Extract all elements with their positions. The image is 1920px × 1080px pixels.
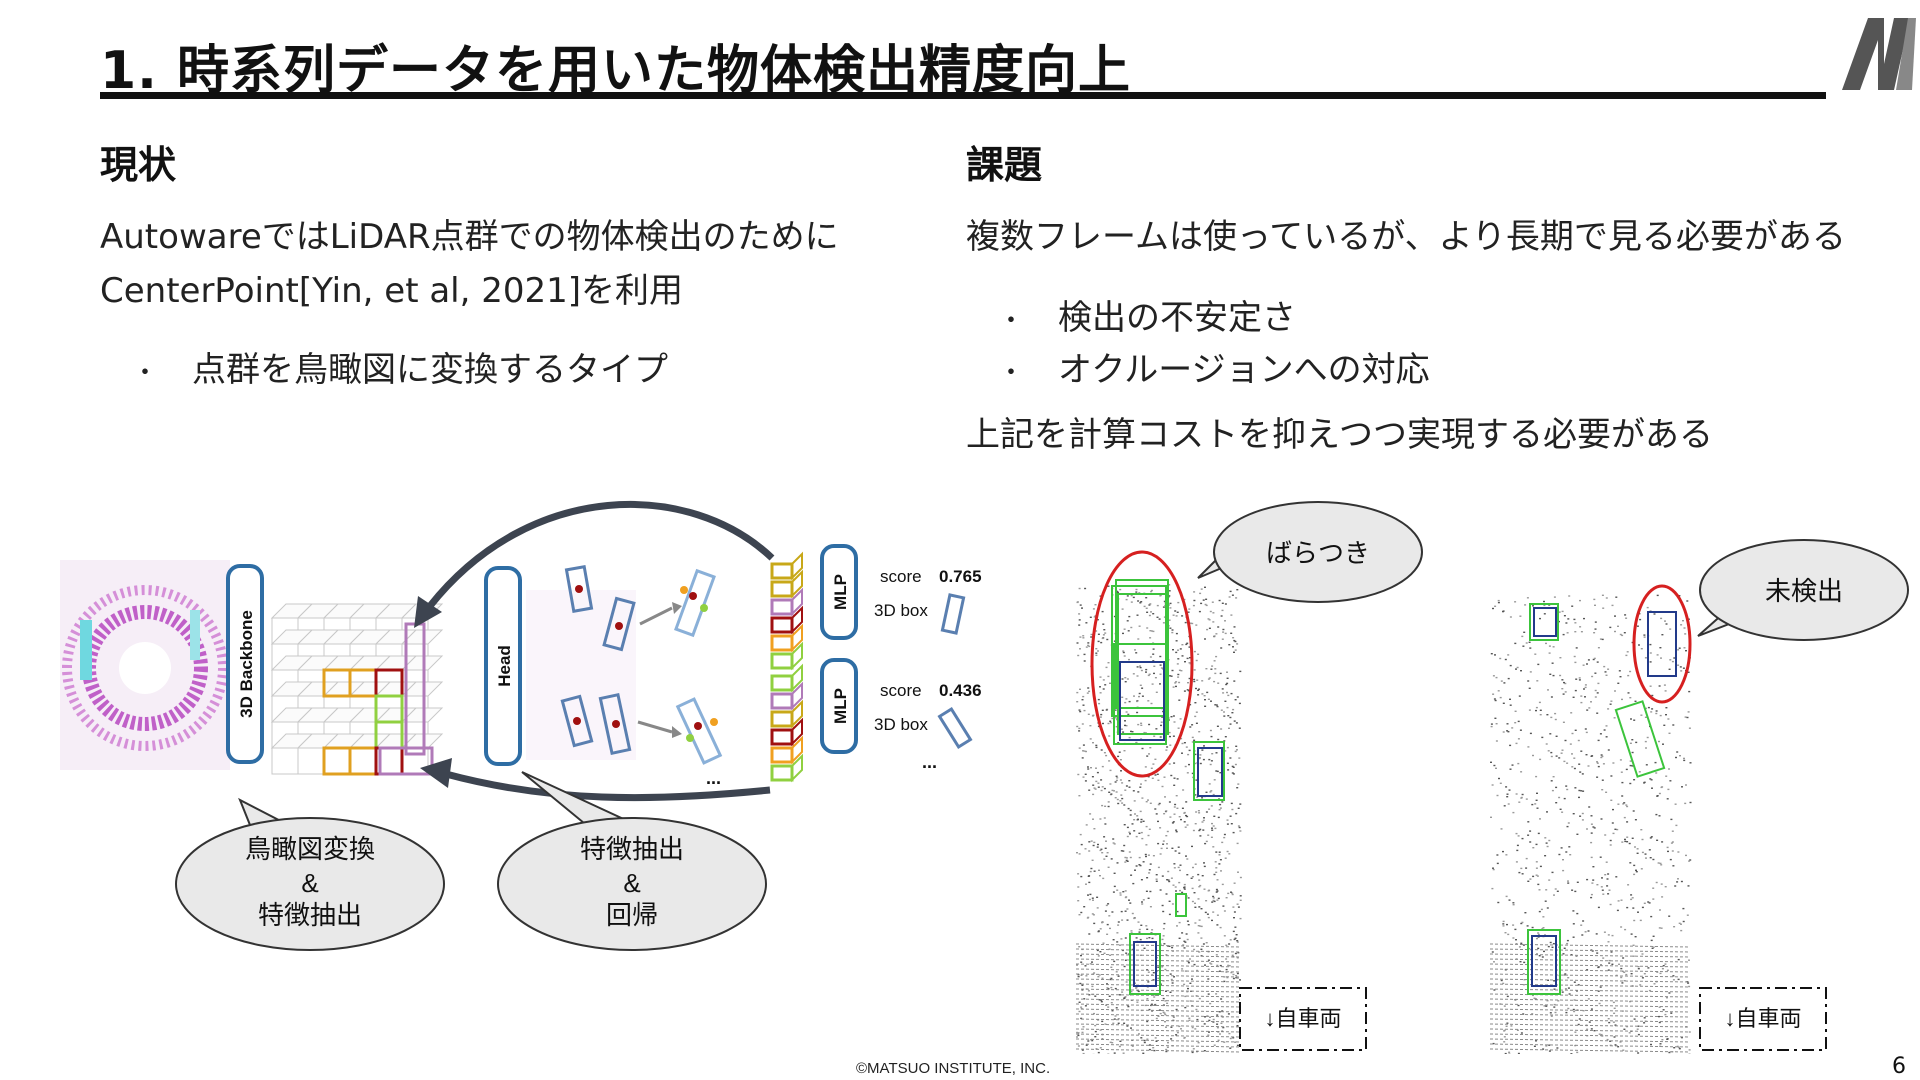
ego-label-box-1 (1239, 987, 1367, 1051)
score-label-top: score (880, 567, 922, 586)
feature-stack-top (770, 551, 803, 671)
ego-label-box-2 (1699, 987, 1827, 1051)
score-value-bottom: 0.436 (939, 681, 982, 700)
feedback-arrow-top (427, 500, 775, 609)
missed-car-3 (1527, 929, 1561, 995)
bev-feature-grid (270, 603, 444, 776)
head-output-ellipsis: ... (706, 768, 721, 788)
head-output-image: ... (526, 565, 723, 788)
missed-car-1 (1529, 603, 1559, 641)
current-status-heading: 現状 (100, 143, 177, 187)
score-label-bottom: score (880, 681, 922, 700)
jitter-car-4 (1129, 933, 1161, 995)
bubble-jitter (1213, 501, 1423, 603)
footer-copyright: ©MATSUO INSTITUTE, INC. (856, 1060, 1051, 1077)
point-cloud-bev-image (60, 560, 230, 770)
bubble-left (175, 817, 445, 951)
example-jitter-pointcloud (1075, 584, 1242, 1054)
jitter-car-2-gt (1197, 747, 1223, 797)
slide-title: 1. 時系列データを用いた物体検出精度向上 (100, 41, 1132, 101)
current-status-bullet: ・ 点群を鳥瞰図に変換するタイプ (132, 342, 668, 391)
box-label-bottom: 3D box (874, 715, 928, 734)
mlp-label-bottom: MLP (831, 688, 850, 724)
bubble-left-line-3: 特徴抽出 (258, 900, 362, 930)
jitter-car-3 (1175, 893, 1187, 917)
jitter-car-4-gt (1133, 941, 1157, 987)
mlp-label-top: MLP (831, 574, 850, 610)
bubble-right-line-2: & (623, 868, 640, 898)
backbone-label: 3D Backbone (237, 610, 256, 718)
mlp-block-top (820, 544, 858, 640)
mlp-block-bottom (820, 658, 858, 754)
ego-label-1: ↓自車両 (1264, 1006, 1341, 1031)
example-missed-pointcloud (1489, 594, 1692, 1054)
feedback-arrow-bottom (445, 770, 771, 802)
current-status-line-1: AutowareではLiDAR点群での物体検出のために (100, 217, 839, 257)
missed-highlight-circle (1632, 584, 1692, 704)
missed-gt-only (1647, 611, 1677, 677)
bullet-dot: ・ (998, 358, 1025, 388)
current-status-line-2: CenterPoint[Yin, et al, 2021]を利用 (100, 271, 684, 311)
missed-car-3-gt (1531, 935, 1557, 987)
head-label: Head (495, 645, 514, 687)
bubble-missed (1699, 539, 1909, 641)
score-value-top: 0.765 (939, 567, 982, 586)
issues-bullet-2: ・ オクルージョンへの対応 (998, 342, 1430, 391)
title-underline (100, 92, 1826, 99)
jitter-highlight-circle (1090, 550, 1194, 778)
detection-examples: ばらつき ↓自車両 未検出 ↓自車両 (1075, 501, 1909, 1054)
bubble-right-line-3: 回帰 (606, 900, 658, 930)
missed-car-2 (1614, 700, 1666, 778)
feedback-arrow-bottom-head (420, 758, 452, 788)
matsuo-logo-icon (1842, 18, 1916, 90)
bubble-right-line-1: 特徴抽出 (580, 834, 684, 864)
head-block (484, 566, 522, 766)
output-ellipsis: ... (922, 752, 937, 772)
feedback-arrow-top-head (414, 596, 442, 628)
page-number: 6 (1892, 1054, 1906, 1079)
jitter-car-2 (1193, 741, 1225, 801)
bullet-text: 点群を鳥瞰図に変換するタイプ (192, 350, 668, 390)
feature-stack-bottom (770, 663, 803, 783)
bubble-jitter-text: ばらつき (1266, 538, 1370, 568)
bullet-dot: ・ (132, 358, 159, 388)
bubble-right (497, 817, 767, 951)
bubble-left-line-2: & (301, 868, 318, 898)
jitter-detection-boxes (1111, 579, 1169, 745)
bubble-left-line-1: 鳥瞰図変換 (245, 834, 375, 864)
box-shape-top (940, 593, 966, 635)
bullet-dot: ・ (998, 306, 1025, 336)
missed-car-1-gt (1533, 607, 1557, 637)
bubble-missed-text: 未検出 (1765, 576, 1843, 606)
bullet-text: オクルージョンへの対応 (1058, 350, 1430, 390)
issues-intro: 複数フレームは使っているが、より長期で見る必要がある (966, 217, 1846, 257)
backbone-block (226, 564, 264, 764)
issues-conclusion: 上記を計算コストを抑えつつ実現する必要がある (966, 415, 1713, 455)
centerpoint-diagram: 3D Backbone Head ... MLP MLP score 0.76 (60, 500, 982, 951)
box-shape-bottom (937, 706, 973, 750)
issues-bullet-1: ・ 検出の不安定さ (998, 290, 1296, 339)
box-label-top: 3D box (874, 601, 928, 620)
issues-heading: 課題 (966, 143, 1043, 187)
ego-label-2: ↓自車両 (1724, 1006, 1801, 1031)
bullet-text: 検出の不安定さ (1058, 298, 1296, 338)
